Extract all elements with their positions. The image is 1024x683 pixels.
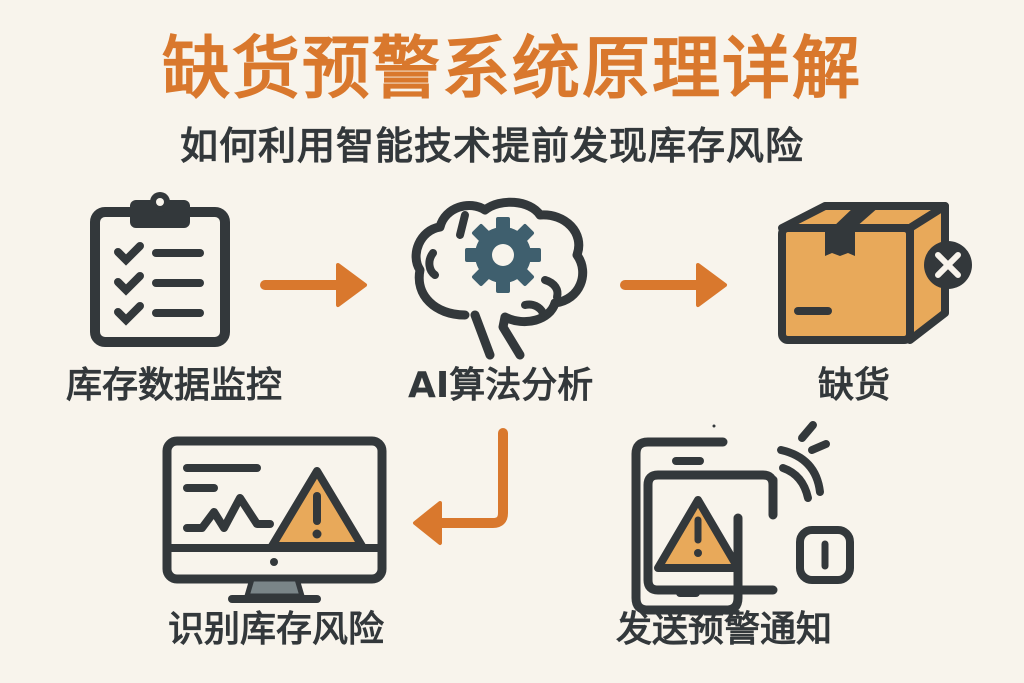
step-label: 识别库存风险 xyxy=(168,609,385,650)
page-subtitle: 如何利用智能技术提前发现库存风险 xyxy=(180,124,805,168)
arrow-right-icon xyxy=(260,263,367,307)
arrow-right-icon xyxy=(620,263,727,307)
step-label: 缺货 xyxy=(818,365,891,406)
step-label: AI算法分析 xyxy=(408,365,594,406)
step-label: 库存数据监控 xyxy=(66,365,283,406)
box-x-icon xyxy=(778,202,972,344)
page-title: 缺货预警系统原理详解 xyxy=(161,30,862,109)
clipboard-checklist-icon xyxy=(90,192,230,347)
step-label: 发送预警通知 xyxy=(616,609,833,650)
gear-icon xyxy=(465,217,541,293)
close-icon xyxy=(924,241,972,289)
monitor-warning-icon xyxy=(162,436,387,603)
phone-warning-icon xyxy=(631,421,854,615)
brain-gear-icon xyxy=(411,197,588,360)
signal-icon xyxy=(777,421,830,502)
arrow-elbow-left-icon xyxy=(413,428,508,545)
